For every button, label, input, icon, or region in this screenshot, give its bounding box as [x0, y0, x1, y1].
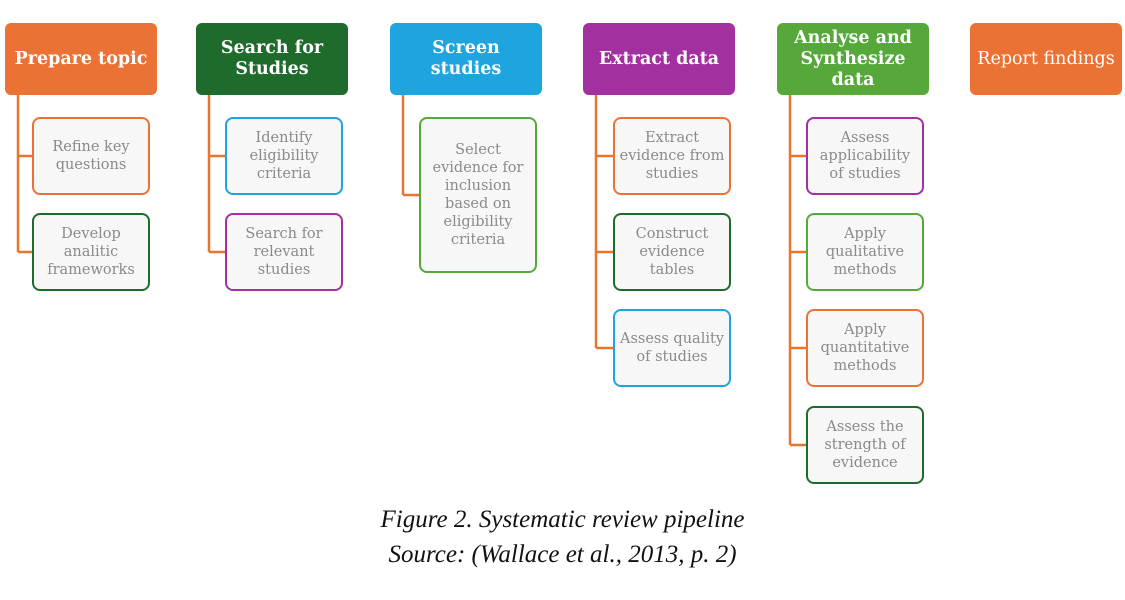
step-apply-quantitative-methods: Apply quantitative methods: [806, 309, 924, 387]
step-assess-quality-of-studies: Assess quality of studies: [613, 309, 731, 387]
header-prepare-topic: Prepare topic: [5, 23, 157, 95]
step-assess-strength-of-evidence: Assess the strength of evidence: [806, 406, 924, 484]
step-identify-eligibility-criteria: Identify eligibility criteria: [225, 117, 343, 195]
step-assess-applicability: Assess applicability of studies: [806, 117, 924, 195]
header-extract-data: Extract data: [583, 23, 735, 95]
step-apply-qualitative-methods: Apply qualitative methods: [806, 213, 924, 291]
figure-source: Source: (Wallace et al., 2013, p. 2): [388, 541, 737, 568]
step-develop-analitic-frameworks: Develop analitic frameworks: [32, 213, 150, 291]
step-refine-key-questions: Refine key questions: [32, 117, 150, 195]
step-extract-evidence: Extract evidence from studies: [613, 117, 731, 195]
step-select-evidence: Select evidence for inclusion based on e…: [419, 117, 537, 273]
header-screen-studies: Screen studies: [390, 23, 542, 95]
step-construct-evidence-tables: Construct evidence tables: [613, 213, 731, 291]
header-analyse-and-synthesize: Analyse and Synthesize data: [777, 23, 929, 95]
step-search-for-relevant-studies: Search for relevant studies: [225, 213, 343, 291]
header-report-findings: Report findings: [970, 23, 1122, 95]
figure-caption: Figure 2. Systematic review pipeline: [380, 506, 745, 533]
header-search-for-studies: Search for Studies: [196, 23, 348, 95]
